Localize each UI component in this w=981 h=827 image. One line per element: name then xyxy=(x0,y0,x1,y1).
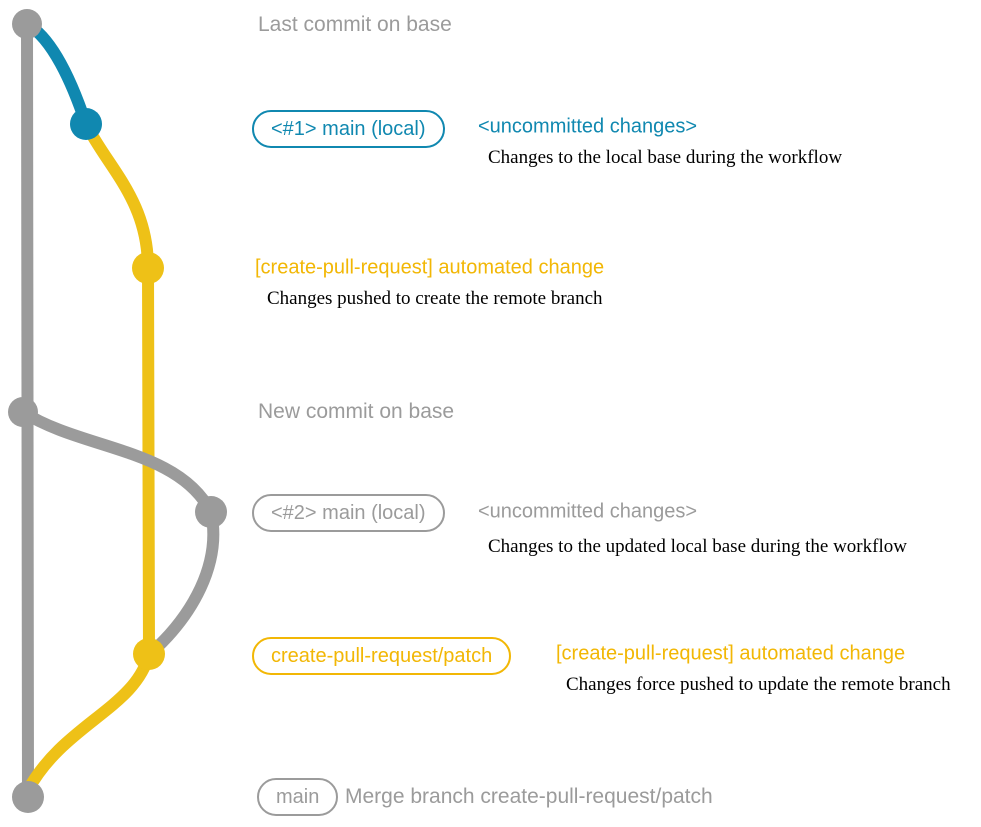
edge-local-main-1 xyxy=(21,18,92,130)
caption-push-create: Changes pushed to create the remote bran… xyxy=(267,288,603,309)
badge-create-pull-request-patch: create-pull-request/patch xyxy=(252,637,512,675)
edge-force-push xyxy=(145,506,220,659)
commit-patch-1 xyxy=(132,252,164,284)
badge-main-local-2: <#2> main (local) xyxy=(252,494,445,532)
caption-force-push-update: Changes force pushed to update the remot… xyxy=(566,674,951,695)
badge-main: main xyxy=(257,778,339,816)
edge-patch-create xyxy=(80,118,154,274)
commit-local-main-2 xyxy=(195,496,227,528)
label-last-commit-on-base: Last commit on base xyxy=(258,13,452,36)
label-merge-branch: Merge branch create-pull-request/patch xyxy=(345,785,713,808)
edge-local-main-2 xyxy=(17,406,217,518)
caption-local-base-changes-1: Changes to the local base during the wor… xyxy=(488,147,843,168)
edge-patch-merge xyxy=(22,648,155,796)
caption-local-base-changes-2: Changes to the updated local base during… xyxy=(488,536,907,557)
label-uncommitted-changes-1: <uncommitted changes> xyxy=(478,115,698,138)
label-uncommitted-changes-2: <uncommitted changes> xyxy=(478,500,698,523)
label-automated-change-1: [create-pull-request] automated change xyxy=(255,256,605,279)
label-new-commit-on-base: New commit on base xyxy=(258,400,455,423)
commit-last-base xyxy=(12,9,42,39)
label-automated-change-2: [create-pull-request] automated change xyxy=(556,642,906,665)
commit-patch-2 xyxy=(133,638,165,670)
badge-main-local-1: <#1> main (local) xyxy=(252,110,445,148)
commit-merge xyxy=(12,781,44,813)
commit-local-main-1 xyxy=(70,108,102,140)
commit-new-base xyxy=(8,397,38,427)
